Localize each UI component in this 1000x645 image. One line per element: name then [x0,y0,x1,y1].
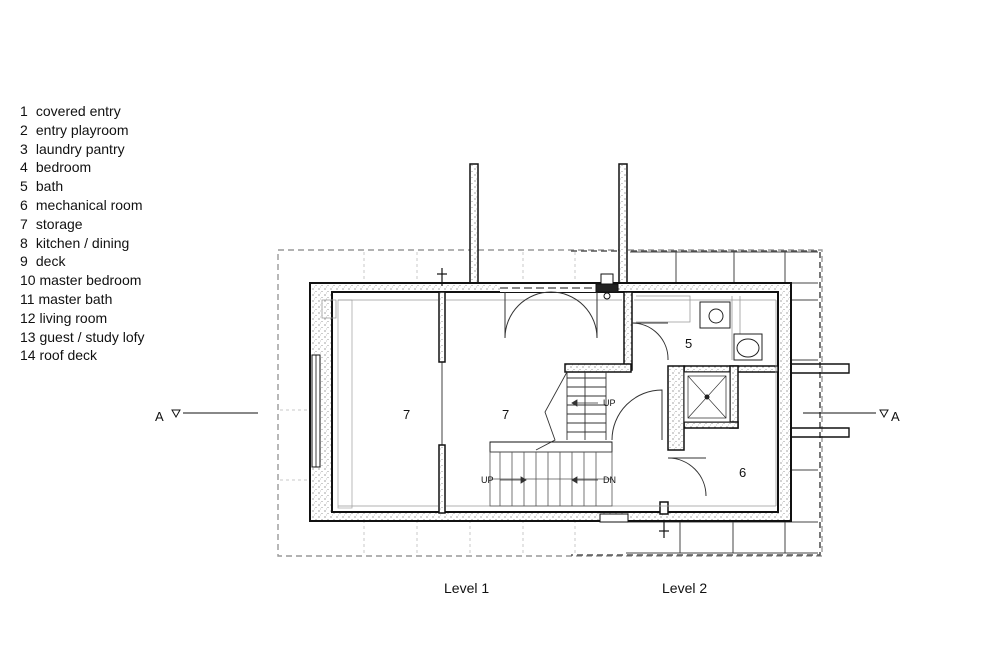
legend-number: 7 [20,215,28,232]
legend-number: 14 [20,347,36,364]
level-1-label: Level 1 [444,580,490,596]
legend-item: 12 living room [20,309,145,328]
stair-label-up: UP [481,475,494,485]
legend-number: 5 [20,178,28,195]
legend-number: 2 [20,121,28,138]
doors [504,291,707,497]
legend-item: 13 guest / study lofy [20,328,145,347]
legend-label: roof deck [39,347,98,364]
legend-item: 14 roof deck [20,346,145,365]
legend-label: covered entry [35,103,121,119]
legend-label: living room [39,309,108,326]
legend-item: 10 master bedroom [20,271,145,290]
legend-number: 12 [20,309,36,326]
room-label-storage: 7 [502,407,510,422]
section-mark-right: A [891,409,900,424]
legend-number: 11 [20,290,35,307]
legend-label: bath [35,178,64,195]
legend-item: 3 laundry pantry [20,140,145,159]
legend-label: laundry pantry [35,140,125,157]
legend-item: 9 deck [20,252,145,271]
legend-item: 11 master bath [20,290,145,309]
right-deck [791,363,850,438]
stair-arrows [500,399,598,484]
room-label-mechanical: 6 [739,465,747,480]
room-legend: 1 covered entry 2 entry playroom 3 laund… [20,102,145,365]
legend-item: 1 covered entry [20,102,145,121]
legend-label: storage [35,215,83,232]
room-label-storage: 7 [403,407,411,422]
level-2-label: Level 2 [662,580,708,596]
legend-item: 5 bath [20,177,145,196]
level-break-markers [437,268,669,538]
legend-label: mechanical room [35,196,143,213]
legend-number: 13 [20,328,36,345]
stair-label-up: UP [603,398,616,408]
legend-label: master bedroom [39,272,142,289]
entry-walls [469,163,628,285]
legend-label: guest / study lofy [39,328,145,345]
legend-number: 6 [20,196,28,213]
legend-number: 10 [20,272,36,289]
legend-number: 3 [20,140,28,157]
interior-walls [321,291,779,515]
room-label-bath: 5 [685,336,693,351]
legend-item: 8 kitchen / dining [20,234,145,253]
legend-item: 7 storage [20,215,145,234]
bath-fixtures [683,301,763,423]
legend-label: master bath [38,290,113,307]
stair-label-down: DN [603,475,616,485]
legend-label: deck [35,253,66,270]
section-mark-left: A [155,409,164,424]
stair-lower [489,451,613,507]
legend-item: 4 bedroom [20,158,145,177]
section-lines [171,409,889,419]
legend-number: 1 [20,103,28,119]
legend-label: kitchen / dining [35,234,130,251]
legend-number: 8 [20,234,28,251]
legend-number: 9 [20,253,28,270]
legend-item: 6 mechanical room [20,196,145,215]
legend-item: 2 entry playroom [20,121,145,140]
legend-label: bedroom [35,159,92,176]
legend-label: entry playroom [35,121,129,138]
entry-post [595,273,619,300]
legend-number: 4 [20,159,28,176]
